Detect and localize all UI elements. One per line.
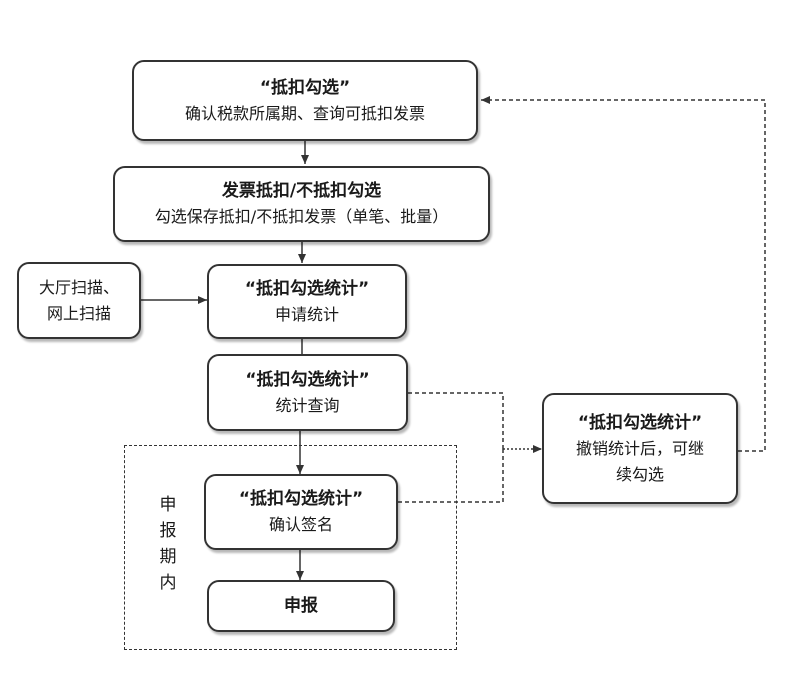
node-title: “抵扣勾选统计” — [577, 412, 703, 433]
node-line: 网上扫描 — [46, 303, 111, 323]
declaration-period-frame — [124, 445, 457, 650]
declaration-period-label: 申 报 期 内 — [158, 492, 178, 596]
period-char: 报 — [159, 521, 177, 541]
node-apply-statistics: “抵扣勾选统计” 申请统计 — [207, 264, 407, 339]
node-title: “抵扣勾选统计” — [245, 369, 370, 390]
node-subtitle: 勾选保存抵扣/不抵扣发票（单笔、批量） — [154, 207, 449, 226]
node-query-statistics: “抵扣勾选统计” 统计查询 — [207, 354, 408, 431]
node-declare: 申报 — [207, 580, 395, 632]
dashed-confirm-to-revoke — [398, 449, 504, 503]
node-invoice-select: 发票抵扣/不抵扣勾选 勾选保存抵扣/不抵扣发票（单笔、批量） — [113, 166, 490, 242]
node-title: 发票抵扣/不抵扣勾选 — [221, 181, 382, 201]
node-scan: 大厅扫描、 网上扫描 — [17, 262, 141, 339]
node-subtitle: 确认签名 — [268, 515, 333, 534]
node-subtitle: 申请统计 — [274, 304, 339, 324]
dashed-revoke-to-select — [481, 96, 766, 452]
node-title: 申报 — [284, 596, 318, 616]
period-char: 期 — [159, 547, 177, 567]
period-char: 申 — [159, 495, 177, 515]
node-subtitle: 统计查询 — [275, 395, 340, 415]
node-subtitle: 续勾选 — [615, 464, 664, 484]
period-char: 内 — [159, 573, 177, 593]
node-title: “抵扣勾选” — [259, 77, 351, 98]
node-subtitle: 确认税款所属期、查询可抵扣发票 — [184, 103, 425, 123]
node-title: “抵扣勾选统计” — [244, 278, 370, 299]
node-deduction-select: “抵扣勾选” 确认税款所属期、查询可抵扣发票 — [132, 60, 478, 141]
dashed-query-to-revoke — [408, 392, 504, 449]
node-line: 大厅扫描、 — [38, 277, 119, 297]
node-subtitle: 撤销统计后，可继 — [575, 438, 704, 458]
node-confirm-sign: “抵扣勾选统计” 确认签名 — [204, 474, 398, 550]
node-title: “抵扣勾选统计” — [238, 489, 364, 509]
node-revoke-statistics: “抵扣勾选统计” 撤销统计后，可继 续勾选 — [542, 393, 738, 504]
